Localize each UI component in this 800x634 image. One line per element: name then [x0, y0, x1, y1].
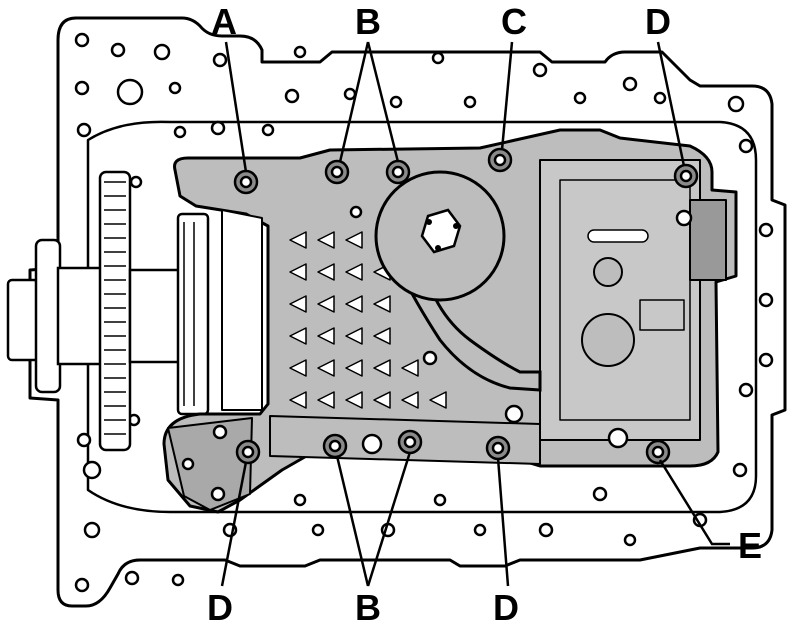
callout-b-bottom: B — [355, 587, 381, 628]
callout-b-top: B — [355, 1, 381, 42]
gasket-holes — [74, 32, 774, 593]
callout-d-bottom-right: D — [493, 587, 519, 628]
callout-a-top: A — [211, 1, 237, 42]
callout-e-right: E — [737, 525, 762, 566]
callout-c-top: C — [501, 1, 527, 42]
leader-lines — [220, 41, 730, 587]
oil-pump — [374, 170, 542, 392]
callout-d-top: D — [645, 1, 671, 42]
callout-d-bottom-left: D — [207, 587, 233, 628]
crank-pulley — [6, 170, 210, 452]
